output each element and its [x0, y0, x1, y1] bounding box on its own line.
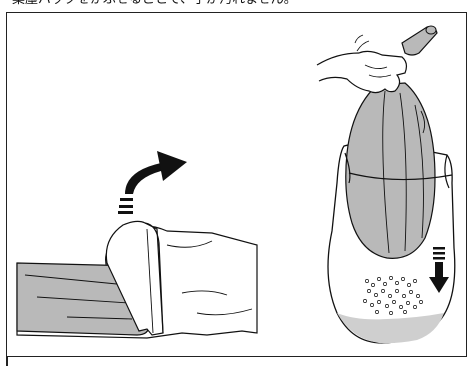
frame-bottom-tick	[6, 356, 8, 366]
flip-arrow-icon	[118, 151, 187, 214]
right-scene	[317, 26, 455, 343]
dust-bag	[346, 83, 435, 258]
left-scene	[17, 151, 257, 338]
illustration-svg	[7, 13, 468, 358]
illustration-frame	[6, 12, 467, 357]
instruction-caption: 集塵パックをかぶせることで、手が汚れません。	[12, 0, 432, 8]
